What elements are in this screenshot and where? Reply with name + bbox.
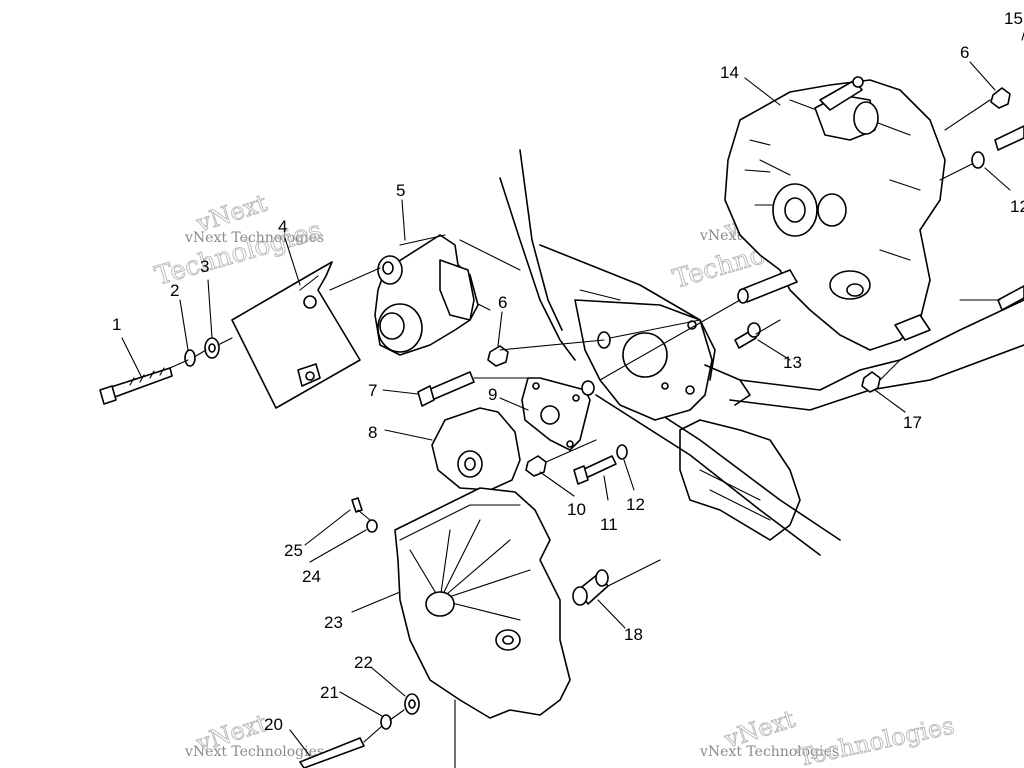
bracket-9 (521, 377, 595, 451)
label-14: 14 (720, 63, 739, 82)
leader-lines (121, 31, 1024, 757)
watermark-small: vNext Technologies (184, 230, 324, 246)
spacer-18 (572, 569, 609, 606)
plate-hole (622, 332, 668, 378)
label-24: 24 (302, 567, 321, 586)
fasteners (99, 87, 1024, 768)
label-18: 18 (624, 625, 643, 644)
bolt-1 (107, 367, 173, 399)
label-11: 11 (600, 515, 618, 534)
nut-6 (487, 345, 509, 367)
label-9: 9 (488, 385, 497, 404)
label-2: 2 (170, 281, 179, 300)
label-3: 3 (200, 257, 209, 276)
pulley (431, 407, 521, 491)
label-12: 12 (626, 495, 645, 514)
label-1: 1 (112, 315, 121, 334)
watermark-small-5: vNext Technologies (699, 744, 839, 760)
shaft (599, 269, 798, 381)
washer-12-top (971, 151, 985, 169)
bolt-7 (427, 371, 475, 401)
gear-case (724, 76, 946, 351)
label-23: 23 (324, 613, 343, 632)
label-6: 6 (498, 293, 507, 312)
label-4: 4 (278, 217, 287, 236)
assembly-lines (169, 99, 1001, 743)
washer-24 (366, 519, 378, 533)
label-7: 7 (368, 381, 377, 400)
guard-plate (231, 261, 361, 409)
label-10: 10 (567, 500, 586, 519)
gear-case-boss (853, 101, 879, 135)
label-22: 22 (354, 653, 373, 672)
label-6-top: 6 (960, 43, 969, 62)
watermark-small-4: vNext Technologies (184, 744, 324, 760)
screw-25 (351, 497, 363, 513)
washer-21 (380, 714, 392, 730)
label-12-top: 12 (1010, 197, 1024, 216)
label-20: 20 (264, 715, 283, 734)
nut-6-top (990, 87, 1011, 109)
label-13: 13 (783, 353, 802, 372)
washer-2 (184, 349, 196, 367)
label-21: 21 (320, 683, 339, 702)
nut-10 (525, 455, 547, 477)
watermark-big-7: Technologies (795, 711, 956, 768)
label-5: 5 (396, 181, 405, 200)
label-15: 15 (1004, 9, 1023, 28)
label-25: 25 (284, 541, 303, 560)
actuator (374, 234, 479, 356)
mounting-plate (574, 299, 751, 421)
part-labels: 1 2 3 4 5 6 7 8 9 10 11 12 13 14 15 6 12… (112, 9, 1024, 734)
washer-12 (616, 444, 628, 460)
nut-17 (861, 371, 881, 393)
bolt-20 (299, 737, 365, 768)
label-17: 17 (903, 413, 922, 432)
label-8: 8 (368, 423, 377, 442)
belt-guard (394, 487, 571, 768)
